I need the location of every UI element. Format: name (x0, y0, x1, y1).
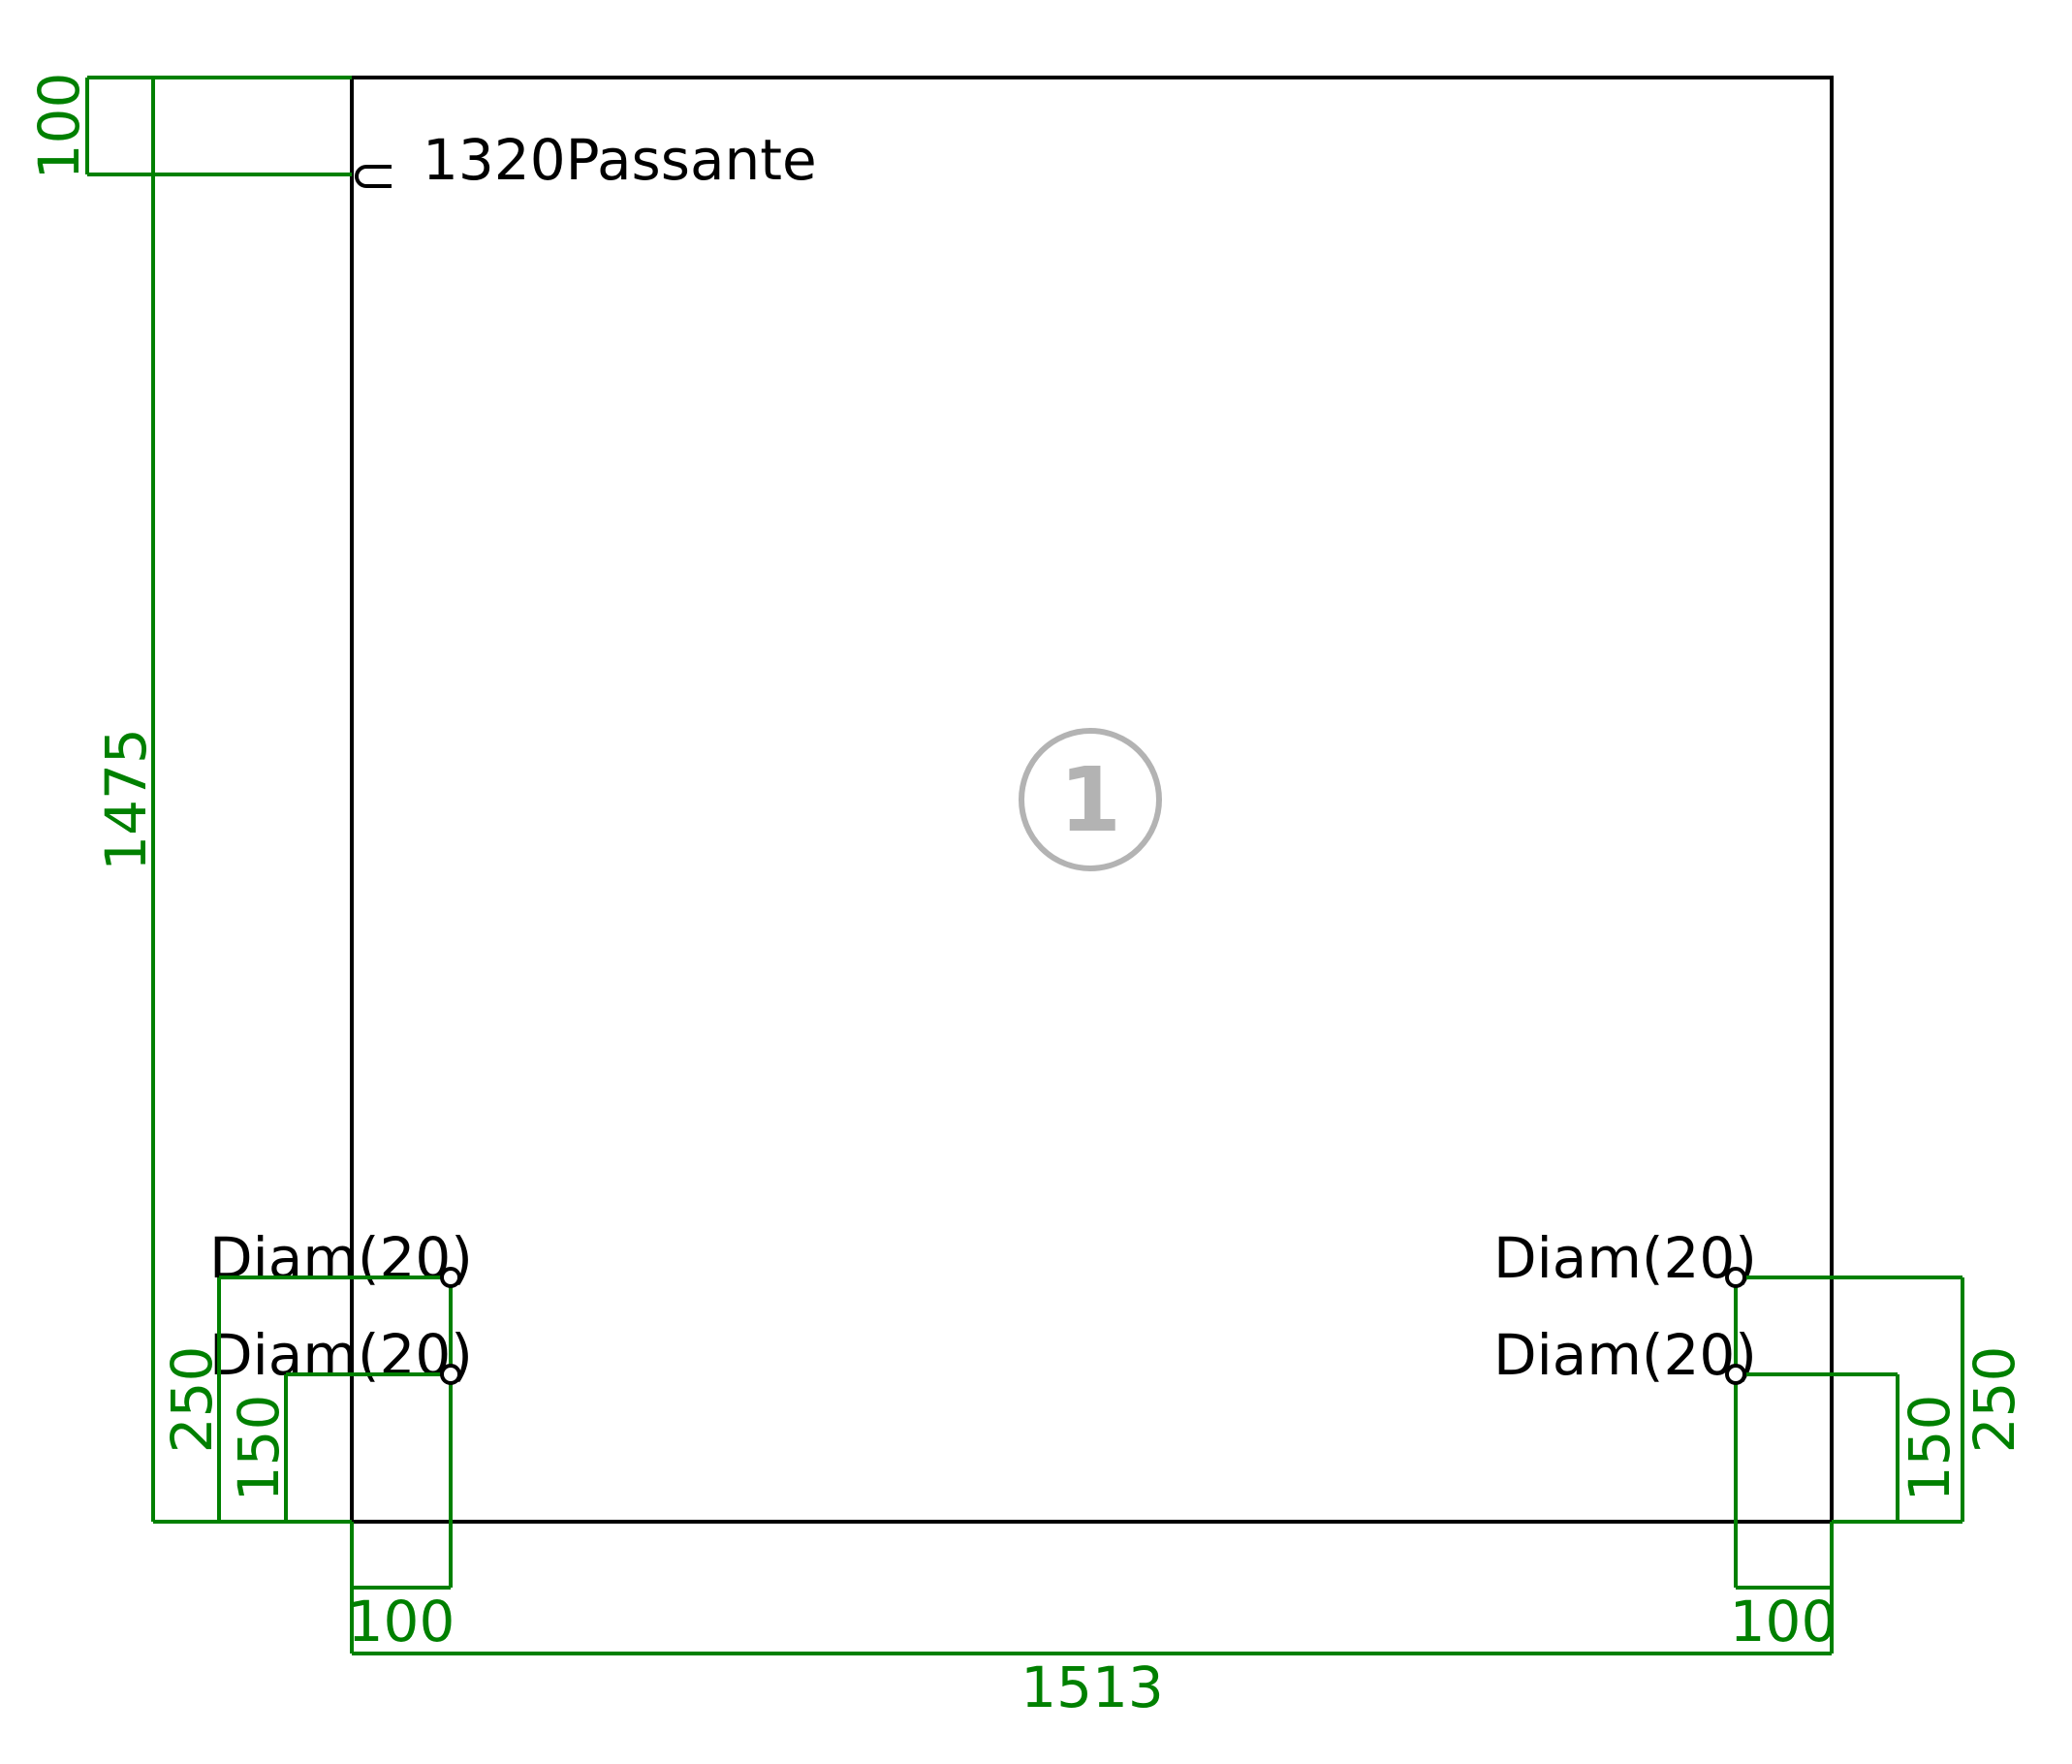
dimension-right-upper-hole-y-value: 250 (1962, 1346, 2027, 1454)
dimension-top-offset-value: 100 (26, 73, 92, 180)
dimension-right-upper-hole-y: 250 (1736, 1276, 2027, 1524)
dimension-right-lower-hole-y-value: 150 (1897, 1395, 1962, 1502)
slot-label: 1320Passante (423, 127, 817, 193)
hole-label-right-lower: Diam(20) (1493, 1322, 1757, 1388)
panel-marker-circle (1019, 728, 1162, 871)
dimension-top-offset: 100 (26, 73, 352, 180)
dimension-overall-width-value: 1513 (1020, 1654, 1164, 1720)
dimension-right-hole-x-value: 100 (1730, 1589, 1837, 1654)
slot-symbol (355, 165, 392, 188)
dimension-left-lower-hole-y-value: 150 (226, 1395, 292, 1502)
hole-left-upper (440, 1267, 461, 1288)
dimension-right-hole-x: 100 (1730, 1277, 1837, 1654)
hole-label-left-lower: Diam(20) (209, 1322, 473, 1388)
panel-marker-number: 1 (1059, 748, 1121, 852)
dimension-left-hole-x: 100 (348, 1277, 455, 1654)
hole-label-left-upper: Diam(20) (209, 1225, 473, 1291)
dimension-right-lower-hole-y: 150 (1736, 1372, 1962, 1522)
dimension-overall-width: 1513 (350, 1588, 1834, 1720)
hole-right-lower (1725, 1364, 1746, 1385)
panel-marker: 1 (1019, 728, 1162, 871)
panel-outline (350, 76, 1834, 1524)
dimension-overall-height-value: 1475 (93, 728, 159, 871)
hole-label-right-upper: Diam(20) (1493, 1225, 1757, 1291)
dimension-left-lower-hole-y: 150 (226, 1372, 451, 1522)
dimension-overall-height: 1475 (93, 78, 352, 1524)
hole-left-lower (440, 1364, 461, 1385)
dimension-left-upper-hole-y-value: 250 (159, 1346, 225, 1454)
dimension-left-upper-hole-y: 250 (159, 1276, 451, 1522)
dimension-left-hole-x-value: 100 (348, 1589, 455, 1654)
hole-right-upper (1725, 1267, 1746, 1288)
